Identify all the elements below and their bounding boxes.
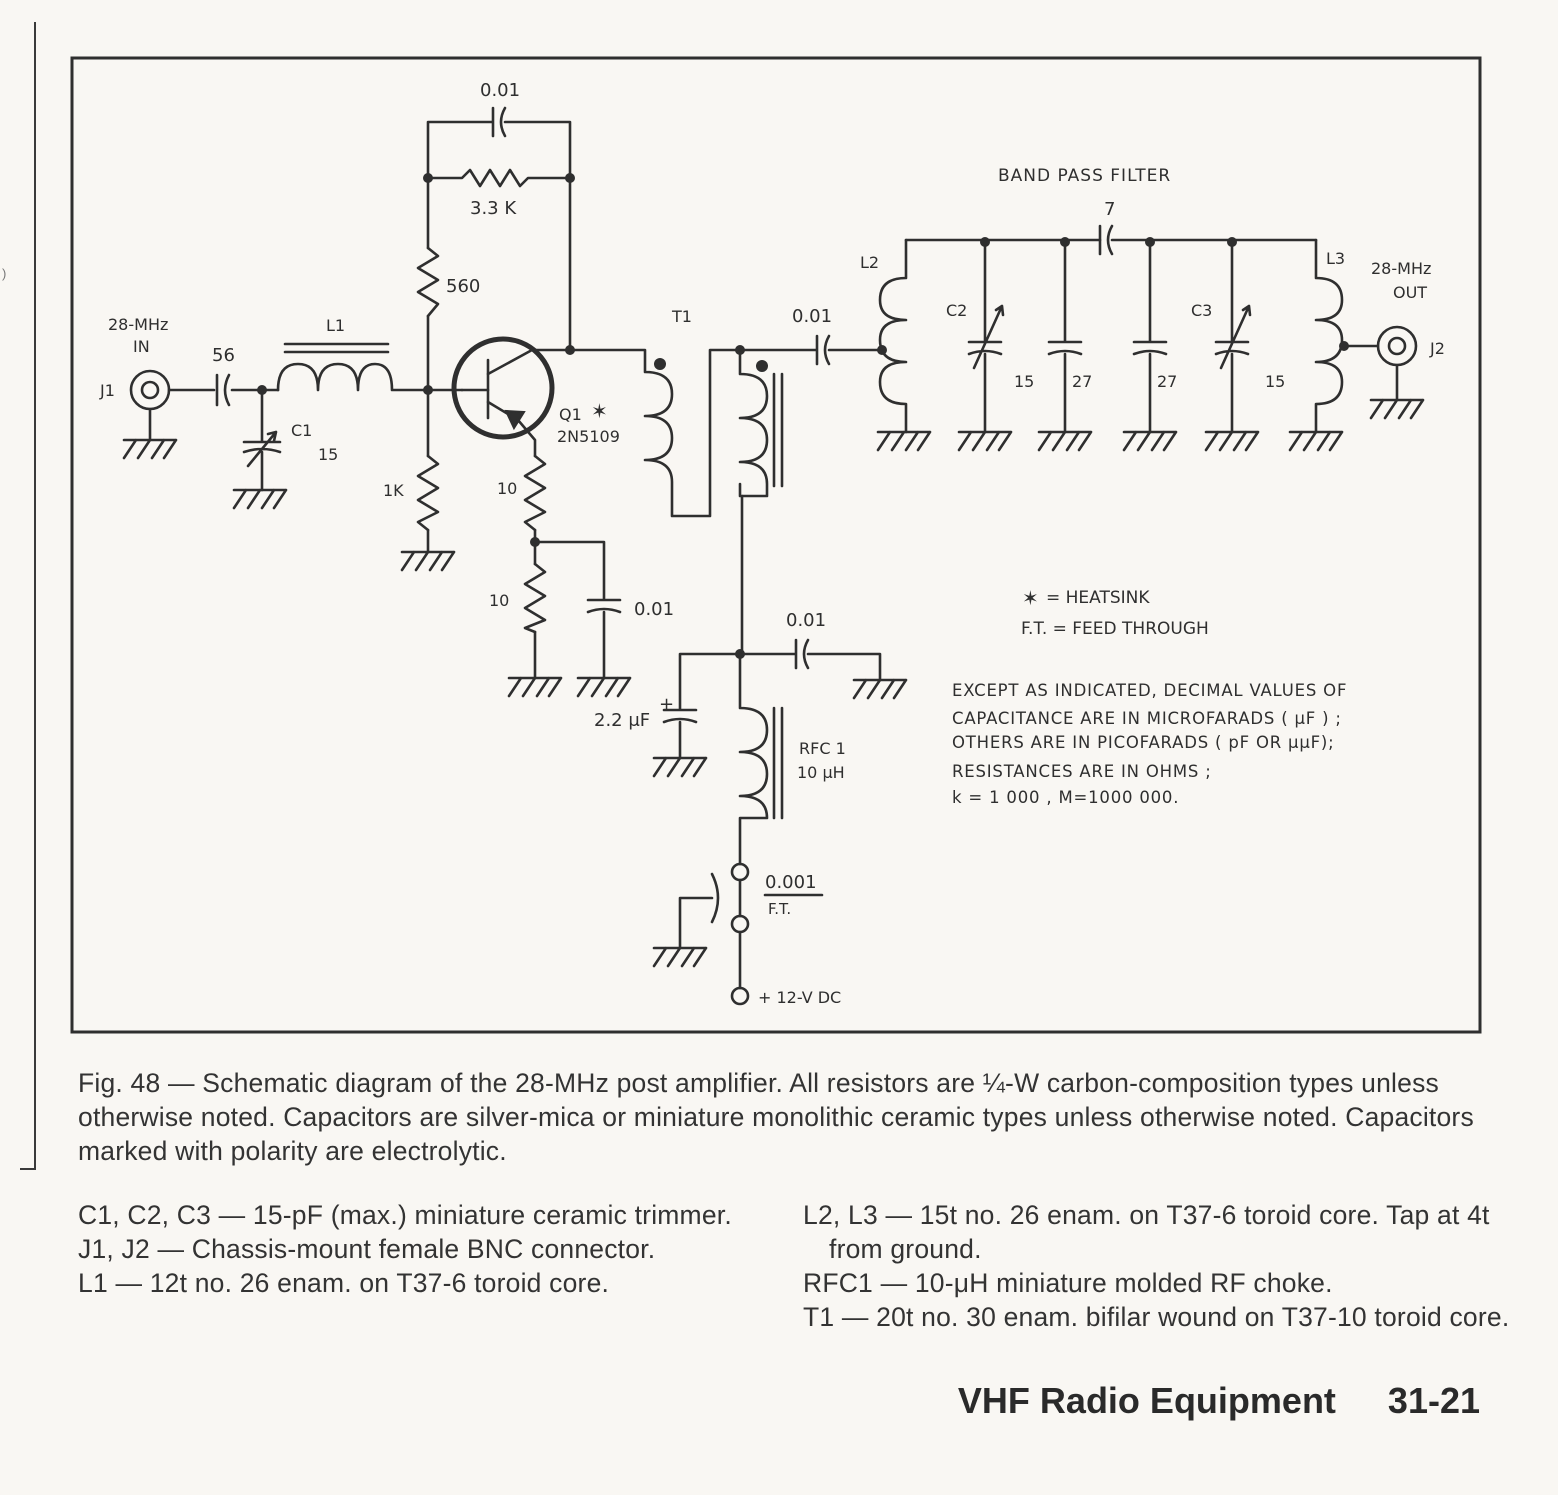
label-c27b: 27	[1157, 372, 1177, 391]
label-bpf-title: BAND PASS FILTER	[998, 166, 1171, 186]
parts-item: J1, J2 — Chassis-mount female BNC connec…	[78, 1234, 656, 1264]
capacitor-series-7	[1098, 224, 1114, 256]
label-c1: C1	[291, 421, 312, 440]
label-r560: 560	[446, 276, 480, 297]
connector-j2	[1369, 325, 1425, 420]
label-rfc-name: RFC 1	[799, 739, 846, 758]
feedthrough-capacitor	[652, 862, 750, 990]
label-c56: 56	[212, 345, 235, 366]
capacitor-56pf	[215, 373, 231, 407]
transistor-q1	[451, 336, 572, 440]
label-input-1: 28-MHz	[108, 315, 168, 334]
inductor-l3	[1288, 238, 1344, 452]
capacitor-electrolytic-2.2uf	[652, 652, 742, 778]
label-l2: L2	[860, 253, 879, 272]
heatsink-mark: ✶	[591, 399, 608, 423]
label-c27a: 27	[1072, 372, 1092, 391]
label-c-coupling: 0.01	[792, 306, 832, 327]
capacitor-feedback-0.01	[426, 106, 572, 180]
label-feedback-cap: 0.01	[480, 80, 520, 101]
legend-feedthrough: F.T. = FEED THROUGH	[1021, 619, 1209, 639]
parts-item: RFC1 — 10-μH miniature molded RF choke.	[803, 1268, 1333, 1298]
label-l3: L3	[1326, 249, 1345, 268]
label-c-series: 7	[1104, 199, 1115, 220]
label-t1: T1	[671, 307, 692, 326]
parts-list-right: L2, L3 — 15t no. 26 enam. on T37-6 toroi…	[803, 1198, 1523, 1334]
label-output-2: OUT	[1393, 283, 1427, 302]
resistor-emitter-10b	[523, 562, 547, 634]
page-edge-mark: )	[2, 266, 7, 281]
label-q1-part: 2N5109	[557, 427, 620, 446]
note-line-5: k = 1 000 , M=1000 000.	[952, 788, 1179, 807]
parts-item: L2, L3 — 15t no. 26 enam. on T37-6 toroi…	[803, 1200, 1490, 1264]
label-c3-val: 15	[1265, 372, 1285, 391]
label-re1: 10	[497, 479, 517, 498]
capacitor-27b	[1122, 240, 1178, 452]
resistor-560	[416, 246, 440, 318]
label-j2: J2	[1429, 339, 1445, 358]
label-elec: 2.2 μF	[594, 710, 650, 731]
trimmer-c2	[957, 240, 1013, 452]
figure-caption: Fig. 48 — Schematic diagram of the 28-MH…	[78, 1068, 1474, 1166]
schematic-frame	[70, 56, 1482, 1034]
capacitor-27a	[1037, 240, 1093, 452]
resistor-1k	[416, 454, 440, 532]
page-footer: VHF Radio Equipment 31-21	[958, 1380, 1480, 1422]
margin-rule-foot	[20, 1168, 36, 1170]
resistor-emitter-10a	[523, 454, 547, 532]
label-q1: Q1	[559, 405, 582, 424]
label-c2: C2	[946, 301, 967, 320]
ground-emitter-cap	[576, 676, 632, 698]
label-output-1: 28-MHz	[1371, 259, 1431, 278]
capacitor-coupling-0.01	[738, 334, 884, 366]
ground-emitter	[507, 676, 563, 698]
inductor-l2	[876, 238, 932, 452]
label-feedback-res: 3.3 K	[470, 198, 517, 219]
parts-list-left: C1, C2, C3 — 15-pF (max.) miniature cera…	[78, 1198, 768, 1300]
parts-item: L1 — 12t no. 26 enam. on T37-6 toroid co…	[78, 1268, 610, 1298]
note-line-4: RESISTANCES ARE IN OHMS ;	[952, 762, 1212, 781]
label-re2: 10	[489, 591, 509, 610]
resistor-3.3k	[426, 168, 572, 188]
margin-rule	[34, 22, 36, 1170]
note-line-1: EXCEPT AS INDICATED, DECIMAL VALUES OF	[952, 681, 1347, 700]
trimmer-c3	[1204, 240, 1260, 452]
wire-base-node	[426, 176, 464, 554]
label-input-2: IN	[133, 337, 150, 356]
capacitor-emitter-0.01	[533, 540, 622, 680]
schematic-diagram: 0.01 3.3 K 560 28-MHz IN J1 56 L1 C1 15 …	[70, 56, 1482, 1034]
label-supply: + 12-V DC	[758, 988, 841, 1007]
label-c3: C3	[1191, 301, 1212, 320]
label-j1: J1	[99, 381, 115, 400]
label-ce: 0.01	[634, 599, 674, 620]
inductor-l1	[276, 342, 430, 392]
transformer-t1	[568, 348, 784, 518]
wire-t1-to-rfc	[738, 482, 744, 656]
note-line-3: OTHERS ARE IN PICOFARADS ( pF OR μμF);	[952, 733, 1335, 752]
label-c2-val: 15	[1014, 372, 1034, 391]
terminal-12v	[730, 986, 750, 1006]
parts-item: T1 — 20t no. 30 enam. bifilar wound on T…	[803, 1302, 1510, 1332]
ground-1k	[400, 550, 456, 572]
label-c-bypass: 0.01	[786, 610, 826, 631]
label-l1: L1	[326, 316, 345, 335]
choke-rfc1	[738, 652, 784, 866]
parts-item: C1, C2, C3 — 15-pF (max.) miniature cera…	[78, 1200, 732, 1230]
label-c1-val: 15	[318, 445, 338, 464]
label-ft-val: 0.001	[765, 872, 817, 893]
legend-heatsink: = HEATSINK	[1046, 588, 1150, 608]
label-elec-pol: +	[659, 694, 674, 715]
section-title: VHF Radio Equipment	[957, 1380, 1336, 1421]
page-number: 31-21	[1387, 1380, 1480, 1421]
legend-heatsink-symbol: ✶	[1022, 586, 1039, 610]
trimmer-c1	[232, 388, 288, 510]
label-rfc-val: 10 μH	[797, 763, 845, 782]
wire-emitter	[516, 418, 537, 680]
capacitor-bypass-0.01	[738, 638, 908, 700]
label-ft-suffix: F.T.	[768, 900, 791, 918]
note-line-2: CAPACITANCE ARE IN MICROFARADS ( μF ) ;	[952, 709, 1342, 728]
connector-j1	[122, 369, 178, 460]
label-r1k: 1K	[383, 481, 404, 500]
